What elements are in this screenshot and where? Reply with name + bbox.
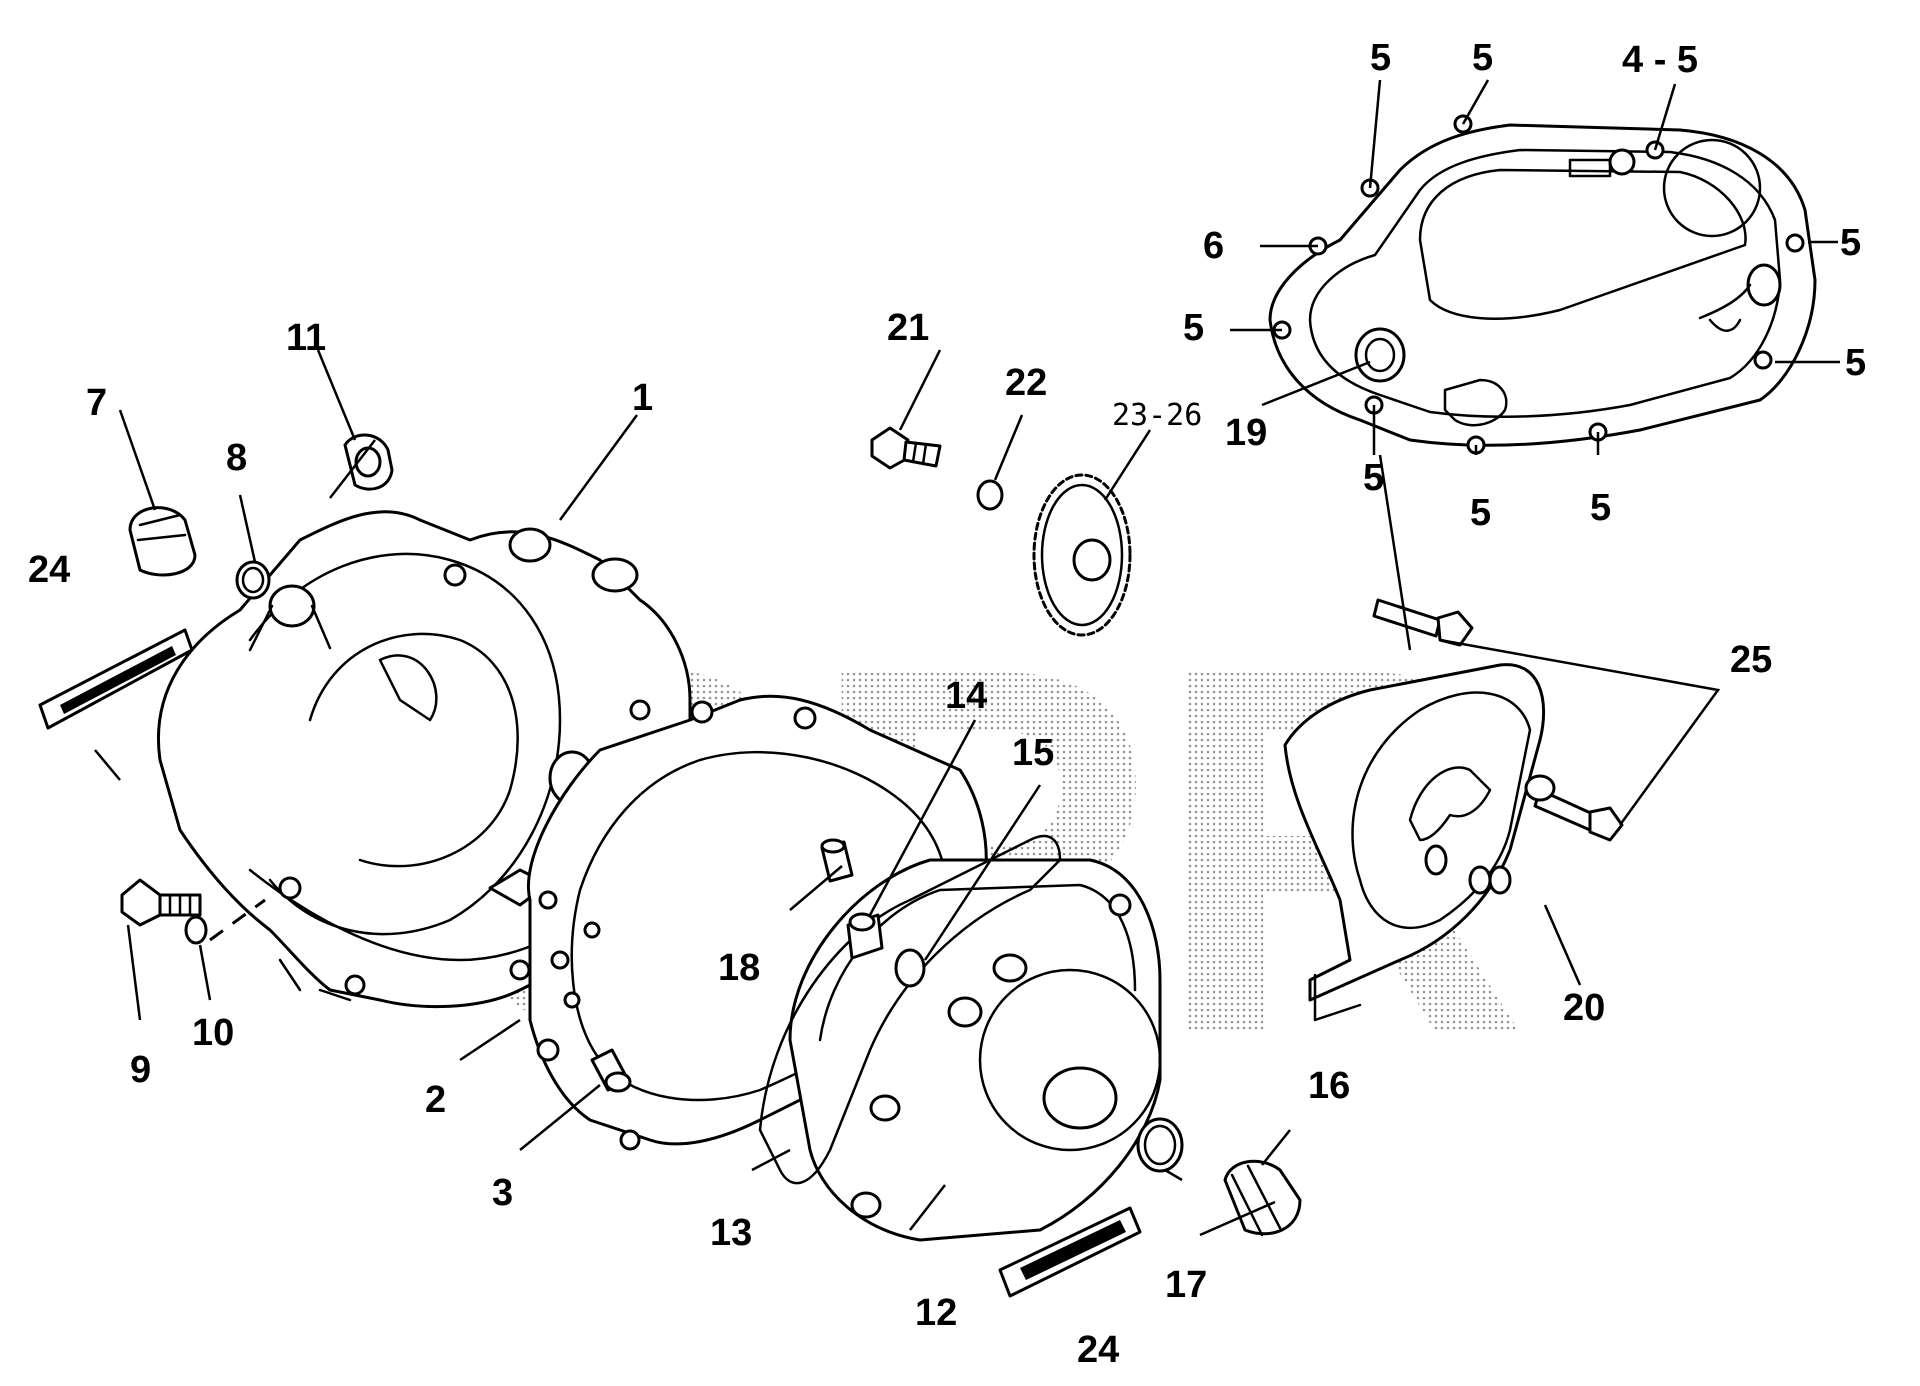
callout-24-bottom: 24 — [1077, 1329, 1119, 1371]
part-25-bolts — [1372, 598, 1624, 842]
callout-5-b: 5 — [1472, 37, 1493, 79]
callout-24-left: 24 — [28, 549, 70, 591]
part-3-dowel — [590, 1048, 632, 1093]
leader-lines — [94, 79, 1840, 1252]
part-21-bolt — [870, 426, 942, 470]
cover-dome — [978, 968, 1162, 1152]
callout-15: 15 — [1012, 732, 1054, 774]
callout-4-5: 4 - 5 — [1622, 39, 1698, 81]
part-18-dowel-pin — [820, 838, 854, 883]
part-22-washer — [976, 479, 1004, 511]
callout-6: 6 — [1203, 225, 1224, 267]
bolt-leader-dash — [209, 898, 266, 942]
callout-3: 3 — [492, 1172, 513, 1214]
part-20-sprocket-guard — [1283, 663, 1546, 1022]
part-15-oring — [894, 948, 926, 988]
part-16-plug — [1223, 1159, 1302, 1237]
callout-16: 16 — [1308, 1065, 1350, 1107]
part-24-decal-bottom — [998, 1206, 1142, 1298]
part-8-oring — [235, 560, 271, 600]
callout-5-f: 5 — [1363, 457, 1384, 499]
part-9-bolt — [120, 878, 202, 927]
part-4-6-upper-cover — [1268, 114, 1817, 455]
callout-labels: 1 2 3 4 - 5 5 5 5 5 5 5 5 5 5 6 7 8 9 10… — [28, 37, 1866, 1371]
callout-19: 19 — [1225, 412, 1267, 454]
part-23-26-sprocket — [1032, 473, 1132, 637]
callout-5-a: 5 — [1370, 37, 1391, 79]
callout-17: 17 — [1165, 1264, 1207, 1306]
callout-5-h: 5 — [1590, 487, 1611, 529]
part-17-oring — [1136, 1117, 1184, 1173]
callout-22: 22 — [1005, 362, 1047, 404]
part-24-decal-left — [38, 628, 194, 730]
callout-10: 10 — [192, 1012, 234, 1054]
part-11-seal — [343, 433, 394, 491]
callout-25: 25 — [1730, 639, 1772, 681]
boss-top-right — [591, 557, 639, 593]
part-14-plug — [846, 912, 884, 960]
callout-1: 1 — [632, 377, 653, 419]
callout-21: 21 — [887, 307, 929, 349]
callout-13: 13 — [710, 1212, 752, 1254]
boss-top-left — [508, 527, 552, 563]
callout-9: 9 — [130, 1049, 151, 1091]
callout-14: 14 — [945, 675, 987, 717]
part-12-outer-cover — [788, 858, 1162, 1242]
callout-7: 7 — [86, 382, 107, 424]
callout-5-c: 5 — [1840, 222, 1861, 264]
callout-20: 20 — [1563, 987, 1605, 1029]
callout-12: 12 — [915, 1292, 957, 1334]
callout-5-d: 5 — [1845, 342, 1866, 384]
callout-2: 2 — [425, 1079, 446, 1121]
callout-23-26: 23-26 — [1112, 398, 1202, 433]
callout-5-g: 5 — [1470, 492, 1491, 534]
part-7-filler-cap — [128, 506, 197, 577]
part-13-cover-gasket — [758, 834, 1062, 1185]
callout-5-e: 5 — [1183, 307, 1204, 349]
callout-18: 18 — [718, 947, 760, 989]
callout-11: 11 — [286, 317, 326, 359]
part-10-washer — [184, 915, 208, 945]
callout-8: 8 — [226, 437, 247, 479]
filler-neck — [268, 584, 316, 628]
